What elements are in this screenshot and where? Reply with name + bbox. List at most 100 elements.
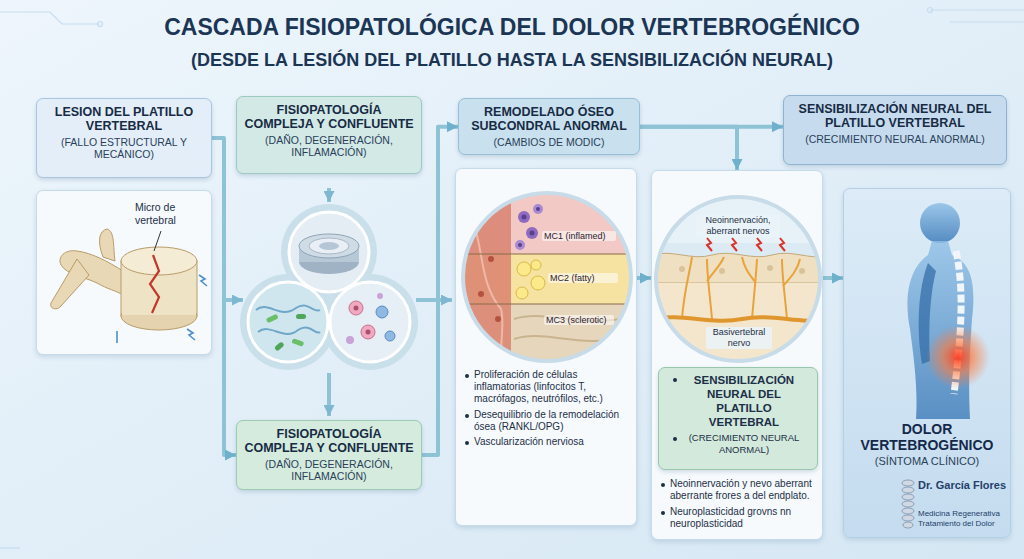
illustration-shape [902, 508, 914, 514]
illustration-shape [536, 207, 540, 211]
illustration-shape [187, 329, 195, 340]
diagram-subtitle: (DESDE LA LESIÓN DEL PLATILLO HASTA LA S… [12, 50, 1012, 72]
node-text: (SÍNTOMA CLÍNICO) [850, 455, 1004, 468]
stage-box: FISIOPATOLOGÍA COMPLEJA Y CONFLUENTE(DAÑ… [236, 420, 422, 490]
illustration-shape [518, 243, 522, 247]
illustration-shape [767, 265, 773, 271]
text-group: FISIOPATOLOGÍA COMPLEJA Y CONFLUENTE(DAÑ… [243, 427, 415, 483]
illustration-shape [514, 336, 631, 341]
watermark: Tratamiento del Dolor [918, 519, 1010, 529]
illustration-shape [533, 204, 543, 214]
illustration-shape [530, 231, 535, 236]
illustration-shape [902, 494, 914, 500]
illustration-shape [652, 253, 824, 283]
flow-arrow [637, 276, 651, 280]
node-heading: SENSIBILIZACIÓN NEURAL DEL PLATILLO VERT… [790, 102, 1000, 131]
node-heading: Proliferación de células inflamatorias (… [464, 369, 630, 406]
stage-label: MC1 (inflamed) [542, 231, 616, 241]
illustration-shape [495, 316, 501, 322]
illustration-shape [682, 257, 692, 319]
illustration-shape [274, 341, 285, 351]
illustration-shape [902, 480, 914, 528]
text-group: SENSIBILIZACIÓN NEURAL DEL PLATILLO VERT… [790, 102, 1000, 145]
illustration-shape [150, 255, 159, 313]
illustration-shape [346, 336, 354, 344]
stage-box: REMODELADO ÓSEO SUBCONDRAL ANORMAL(CAMBI… [458, 98, 640, 155]
node-heading: Micro de vertebral [135, 201, 211, 226]
node-text: Vascularización nerviosa [464, 436, 630, 448]
illustration-shape [354, 306, 359, 311]
illustration-shape [266, 314, 279, 324]
illustration-shape [902, 515, 914, 521]
illustration-shape [928, 8, 933, 13]
illustration-shape [0, 8, 1024, 549]
text-group: Micro de vertebral [37, 191, 211, 226]
illustration-shape [522, 215, 527, 220]
illustration-shape [930, 9, 1024, 10]
illustration-shape [707, 238, 712, 251]
stage-box: LESION DEL PLATILLO VERTEBRAL(FALLO ESTR… [36, 98, 212, 178]
illustration-shape [0, 547, 20, 548]
illustration-shape [782, 259, 787, 319]
vertebra-illustration [37, 191, 213, 356]
stage-box: FISIOPATOLOGÍA COMPLEJA Y CONFLUENTE(DAÑ… [236, 96, 422, 174]
illustration-shape [51, 259, 89, 309]
illustration-shape [742, 257, 756, 283]
illustration-shape [463, 193, 631, 361]
illustration-shape [98, 22, 103, 27]
illustration-shape [707, 259, 712, 319]
illustration-shape [757, 238, 762, 251]
illustration-shape [349, 301, 363, 315]
illustration-shape [902, 501, 914, 507]
stage-box: SENSIBILIZACIÓN NEURAL DEL PLATILLO VERT… [783, 95, 1007, 165]
stage-label: MC3 (sclerotic) [544, 315, 614, 325]
illustration-shape [707, 257, 724, 281]
illustration-shape [707, 238, 785, 251]
illustration-shape [256, 305, 320, 311]
illustration-shape [652, 283, 824, 371]
illustration-shape [258, 327, 320, 333]
structure-label: Neoinnervación, aberrant nervos [696, 215, 780, 237]
illustration-shape [950, 21, 1024, 22]
illustration-panel: Neoinnervación y nevo aberrant aberrante… [651, 170, 823, 540]
illustration-shape [902, 487, 914, 493]
illustration-shape [376, 306, 388, 318]
stage-label: MC2 (fatty) [548, 273, 618, 283]
illustration-shape [903, 522, 913, 528]
node-heading: LESION DEL PLATILLO VERTEBRAL [43, 105, 205, 134]
illustration-shape [299, 234, 359, 258]
node-heading: Neoinnervación y nevo aberrant aberrante… [660, 478, 816, 502]
illustration-shape [652, 171, 824, 371]
modic-illustration [456, 169, 638, 369]
illustration-shape [780, 238, 785, 251]
watermark: Dr. García Flores [918, 479, 1008, 492]
stage-box: SENSIBILIZACIÓN NEURAL DEL PLATILLO VERT… [658, 367, 818, 470]
illustration-shape [531, 260, 541, 270]
illustration-shape [456, 169, 638, 369]
illustration-panel: Micro de vertebral [36, 190, 212, 355]
illustration-shape [309, 238, 349, 254]
text-group: REMODELADO ÓSEO SUBCONDRAL ANORMAL(CAMBI… [465, 105, 633, 148]
illustration-shape [752, 259, 757, 319]
illustration-shape [296, 314, 306, 319]
illustration-shape [385, 331, 395, 341]
text-group: DOLOR VERTEBROGÉNICO(SÍNTOMA CLÍNICO) [844, 189, 1010, 468]
node-text: (DAÑO, DEGENERACIÓN, INFLAMACIÓN) [243, 458, 415, 483]
illustration-shape [656, 197, 820, 361]
node-text: (DAÑO, DEGENERACIÓN, INFLAMACIÓN) [243, 134, 415, 159]
illustration-shape [319, 242, 339, 250]
illustration-shape [116, 331, 118, 343]
illustration-shape [377, 293, 383, 299]
illustration-shape [719, 268, 725, 274]
illustration-shape [518, 211, 530, 223]
text-group: LESION DEL PLATILLO VERTEBRAL(FALLO ESTR… [43, 105, 205, 161]
illustration-shape [366, 330, 371, 335]
text-group: FISIOPATOLOGÍA COMPLEJA Y CONFLUENTE(DAÑ… [243, 103, 415, 159]
illustration-shape [330, 282, 410, 362]
node-text: (CAMBIOS DE MODIC) [465, 136, 633, 149]
pathway-arrows [224, 188, 452, 416]
node-text: (FALLO ESTRUCTURAL Y MECÁNICO) [43, 136, 205, 161]
illustration-shape [799, 268, 805, 274]
